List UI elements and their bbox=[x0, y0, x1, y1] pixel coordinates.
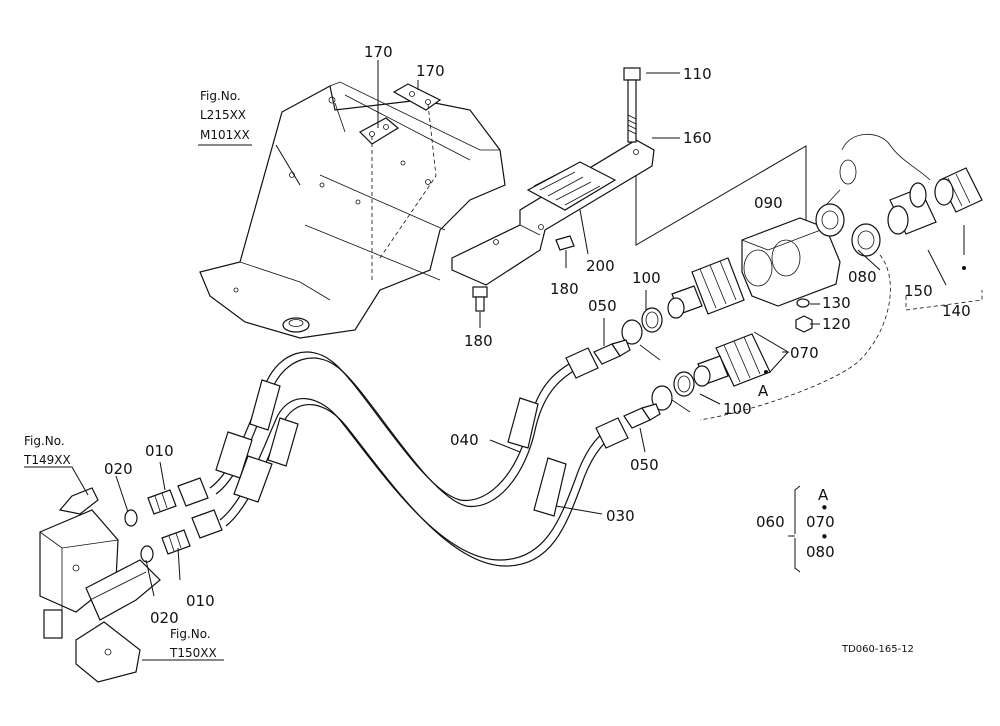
fig-ref-1-line3: M101XX bbox=[200, 128, 250, 142]
label-020-upper: 020 bbox=[104, 460, 133, 478]
washer-130 bbox=[796, 298, 810, 308]
label-130: 130 bbox=[822, 294, 851, 312]
label-050-upper: 050 bbox=[588, 297, 617, 315]
dust-cap-080-right bbox=[851, 223, 881, 257]
label-110: 110 bbox=[683, 65, 712, 83]
point-a-marker bbox=[764, 370, 768, 374]
bolt-110 bbox=[623, 67, 641, 143]
kit-dot-1: • bbox=[820, 499, 829, 517]
fig-ref-3-line1: Fig.No. bbox=[170, 627, 211, 641]
nut-180-upper bbox=[555, 235, 575, 251]
label-point-a: A bbox=[758, 382, 769, 400]
label-080: 080 bbox=[848, 268, 877, 286]
kit-dot-2: • bbox=[820, 528, 829, 546]
label-050-lower: 050 bbox=[630, 456, 659, 474]
kit-item-a: A bbox=[818, 486, 829, 504]
fig-ref-1-line1: Fig.No. bbox=[200, 89, 241, 103]
label-170-right: 170 bbox=[416, 62, 445, 80]
o-ring-100-lower bbox=[651, 371, 695, 411]
label-100-upper: 100 bbox=[632, 269, 661, 287]
bracket-plate-160 bbox=[451, 139, 655, 286]
fitting-010-lower bbox=[161, 529, 191, 555]
clamp-plate-170-left bbox=[359, 117, 400, 145]
o-ring-020-lower bbox=[140, 545, 154, 563]
label-170-left: 170 bbox=[364, 43, 393, 61]
label-070: 070 bbox=[790, 344, 819, 362]
label-150: 150 bbox=[904, 282, 933, 300]
fig-ref-2-line2: T149XX bbox=[23, 453, 71, 467]
kit-parent-060: 060 bbox=[756, 513, 785, 531]
fig-ref-3-line2: T150XX bbox=[169, 646, 217, 660]
kit-item-080: 080 bbox=[806, 543, 835, 561]
coupler-plug-150 bbox=[887, 182, 937, 235]
point-140-marker bbox=[962, 266, 966, 270]
adapter-050-lower bbox=[623, 403, 661, 429]
clamp-plate-170-right bbox=[392, 83, 442, 111]
nut-120 bbox=[795, 315, 813, 333]
fitting-010-upper bbox=[147, 489, 177, 515]
o-ring-100-upper bbox=[621, 307, 663, 345]
label-010-upper: 010 bbox=[145, 442, 174, 460]
kit-bracket bbox=[794, 485, 801, 573]
fig-ref-1-line2: L215XX bbox=[200, 108, 246, 122]
coupler-plug-140 bbox=[934, 167, 983, 213]
label-020-lower: 020 bbox=[150, 609, 179, 627]
label-200: 200 bbox=[586, 257, 615, 275]
fig-ref-2-line1: Fig.No. bbox=[24, 434, 65, 448]
kit-item-070: 070 bbox=[806, 513, 835, 531]
label-100-lower: 100 bbox=[723, 400, 752, 418]
label-010-lower: 010 bbox=[186, 592, 215, 610]
coupler-socket-upper bbox=[667, 257, 745, 319]
coupler-socket-lower bbox=[693, 333, 771, 387]
label-090: 090 bbox=[754, 194, 783, 212]
o-ring-020-upper bbox=[124, 509, 138, 527]
label-030: 030 bbox=[606, 507, 635, 525]
label-120: 120 bbox=[822, 315, 851, 333]
adapter-050-upper bbox=[593, 339, 631, 365]
drawing-code: TD060-165-12 bbox=[841, 644, 914, 655]
dust-cap-080-left bbox=[815, 203, 845, 237]
valve-block bbox=[75, 621, 141, 683]
label-040: 040 bbox=[450, 431, 479, 449]
label-160: 160 bbox=[683, 129, 712, 147]
coupler-block-090 bbox=[741, 217, 841, 307]
control-valve bbox=[39, 487, 161, 639]
label-180-lower: 180 bbox=[464, 332, 493, 350]
label-140: 140 bbox=[942, 302, 971, 320]
bolt-180-lower bbox=[472, 286, 488, 312]
label-180-upper: 180 bbox=[550, 280, 579, 298]
